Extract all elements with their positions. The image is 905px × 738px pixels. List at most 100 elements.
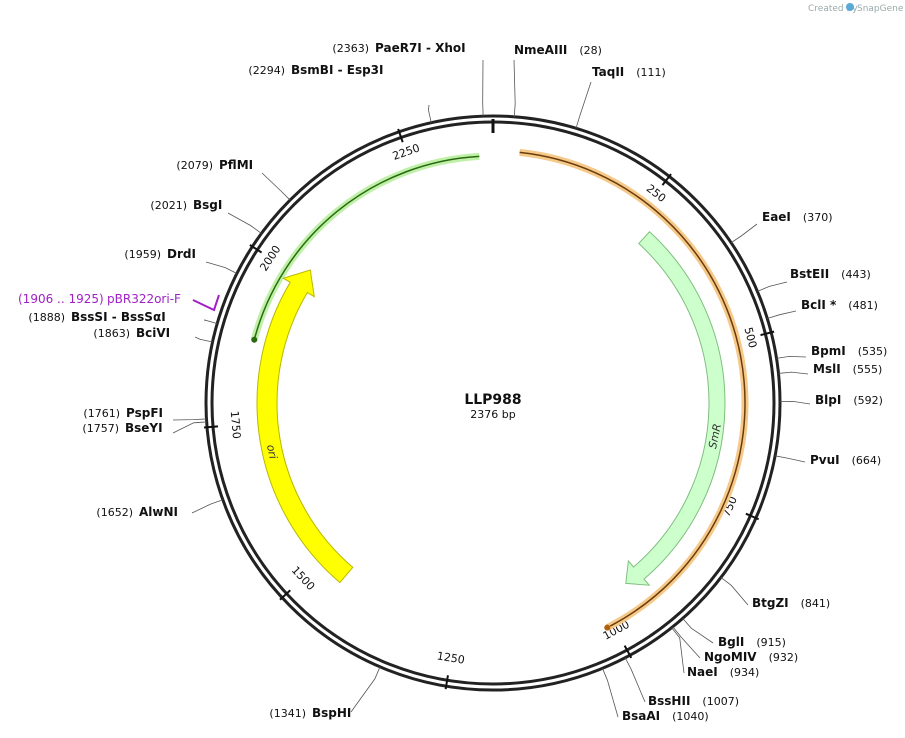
site-leader-line [730,223,758,244]
site-name[interactable]: BlpI [815,393,841,407]
site-position: (2079) [176,159,213,172]
backbone-outer [204,114,782,692]
tick-mark [745,512,760,521]
site-position: (915) [756,636,786,649]
tick-label: 1750 [228,410,243,439]
ori-label: ori [264,443,280,460]
site-leader-line [779,401,811,405]
tick-mark [661,173,672,186]
site-position: (555) [853,363,883,376]
site-leader-line [778,371,809,375]
site-leader-line [194,336,213,343]
ori-line [253,155,480,339]
tick-label: 500 [741,326,759,350]
site-name[interactable]: EaeI [762,210,791,224]
cds-line [519,151,746,627]
site-name[interactable]: DrdI [167,247,196,261]
site-name[interactable]: BciVI [136,326,170,340]
site-leader-line [428,104,432,123]
site-leader-line [720,577,749,606]
site-leader-line [775,455,806,463]
site-leader-line [513,59,516,117]
site-position: (370) [803,211,833,224]
site-leader-line [204,319,218,324]
site-name[interactable]: NaeI [687,665,718,679]
site-leader-line [227,212,262,234]
site-position: (664) [852,454,882,467]
site-name[interactable]: AlwNI [139,505,178,519]
site-name[interactable]: BtgZI [752,596,789,610]
tick-mark [279,589,291,601]
site-position: (535) [858,345,888,358]
site-position: (934) [730,666,760,679]
site-position: (111) [636,66,666,79]
site-name[interactable]: BsaAI [622,709,660,723]
primer-label[interactable]: pBR322ori-F [107,292,181,306]
site-leader-line [602,668,619,718]
primer-range[interactable]: (1906 .. 1925) [18,292,104,306]
site-name[interactable]: BstEII [790,267,829,281]
restriction-sites: PaeR7I - XhoI(2363)BsmBI - Esp3I(2294)Pf… [28,41,887,723]
tick-mark [249,244,263,254]
ori-feature[interactable] [256,269,354,584]
ori-line-arrow-icon [251,336,258,343]
site-position: (443) [841,268,871,281]
tick-label: 1250 [436,649,466,666]
site-name[interactable]: BssSI - BssSαI [71,310,166,324]
site-position: (1341) [269,707,306,720]
plasmid-length: 2376 bp [470,408,515,421]
site-name[interactable]: BsgI [193,198,222,212]
site-name[interactable]: NmeAIII [514,43,567,57]
site-position: (841) [801,597,831,610]
site-position: (1007) [702,695,739,708]
site-name[interactable]: MslI [813,362,841,376]
site-position: (592) [853,394,883,407]
site-leader-line [682,618,714,644]
site-name[interactable]: PvuI [810,453,840,467]
site-name[interactable]: BsmBI - Esp3I [291,63,383,77]
site-position: (1888) [28,311,65,324]
site-position: (1761) [83,407,120,420]
site-leader-line [671,627,685,674]
credit-prefix: Created by [808,4,858,14]
site-name[interactable]: NgoMIV [704,650,757,664]
tick-label: 1500 [289,564,318,593]
smr-feature[interactable] [625,231,726,586]
site-leader-line [205,261,238,274]
site-leader-line [624,657,646,703]
tick-mark [444,675,449,690]
site-leader-line [350,666,381,713]
snapgene-logo-icon [846,3,854,11]
site-position: (1652) [96,506,133,519]
site-leader-line [261,172,291,201]
credit-brand: SnapGene [857,4,904,14]
site-position: (28) [579,44,602,57]
smr-label: SmR [706,422,724,449]
site-leader-line [575,81,592,129]
site-name[interactable]: BseYI [125,421,163,435]
site-name[interactable]: BssHII [648,694,690,708]
site-name[interactable]: PaeR7I - XhoI [375,41,466,55]
site-position: (1757) [82,422,119,435]
features: SmR ori [250,148,749,631]
tick-label: 2250 [391,141,422,162]
site-position: (1040) [672,710,709,723]
site-position: (2294) [248,64,285,77]
tick-mark [203,425,219,429]
site-leader-line [776,355,807,359]
site-name[interactable]: BpmI [811,344,846,358]
site-leader-line [172,418,207,421]
site-position: (1959) [124,248,161,261]
site-name[interactable]: PflMI [219,158,253,172]
site-name[interactable]: BclI * [801,298,837,312]
site-name[interactable]: BglI [718,635,744,649]
site-name[interactable]: TaqII [592,65,624,79]
cds-arrow-icon [604,624,611,631]
site-name[interactable]: PspFI [126,406,163,420]
site-leader-line [672,626,701,659]
site-name[interactable]: BspHI [312,706,351,720]
site-leader-line [191,499,223,514]
tick-mark [397,128,404,143]
site-position: (2021) [150,199,187,212]
